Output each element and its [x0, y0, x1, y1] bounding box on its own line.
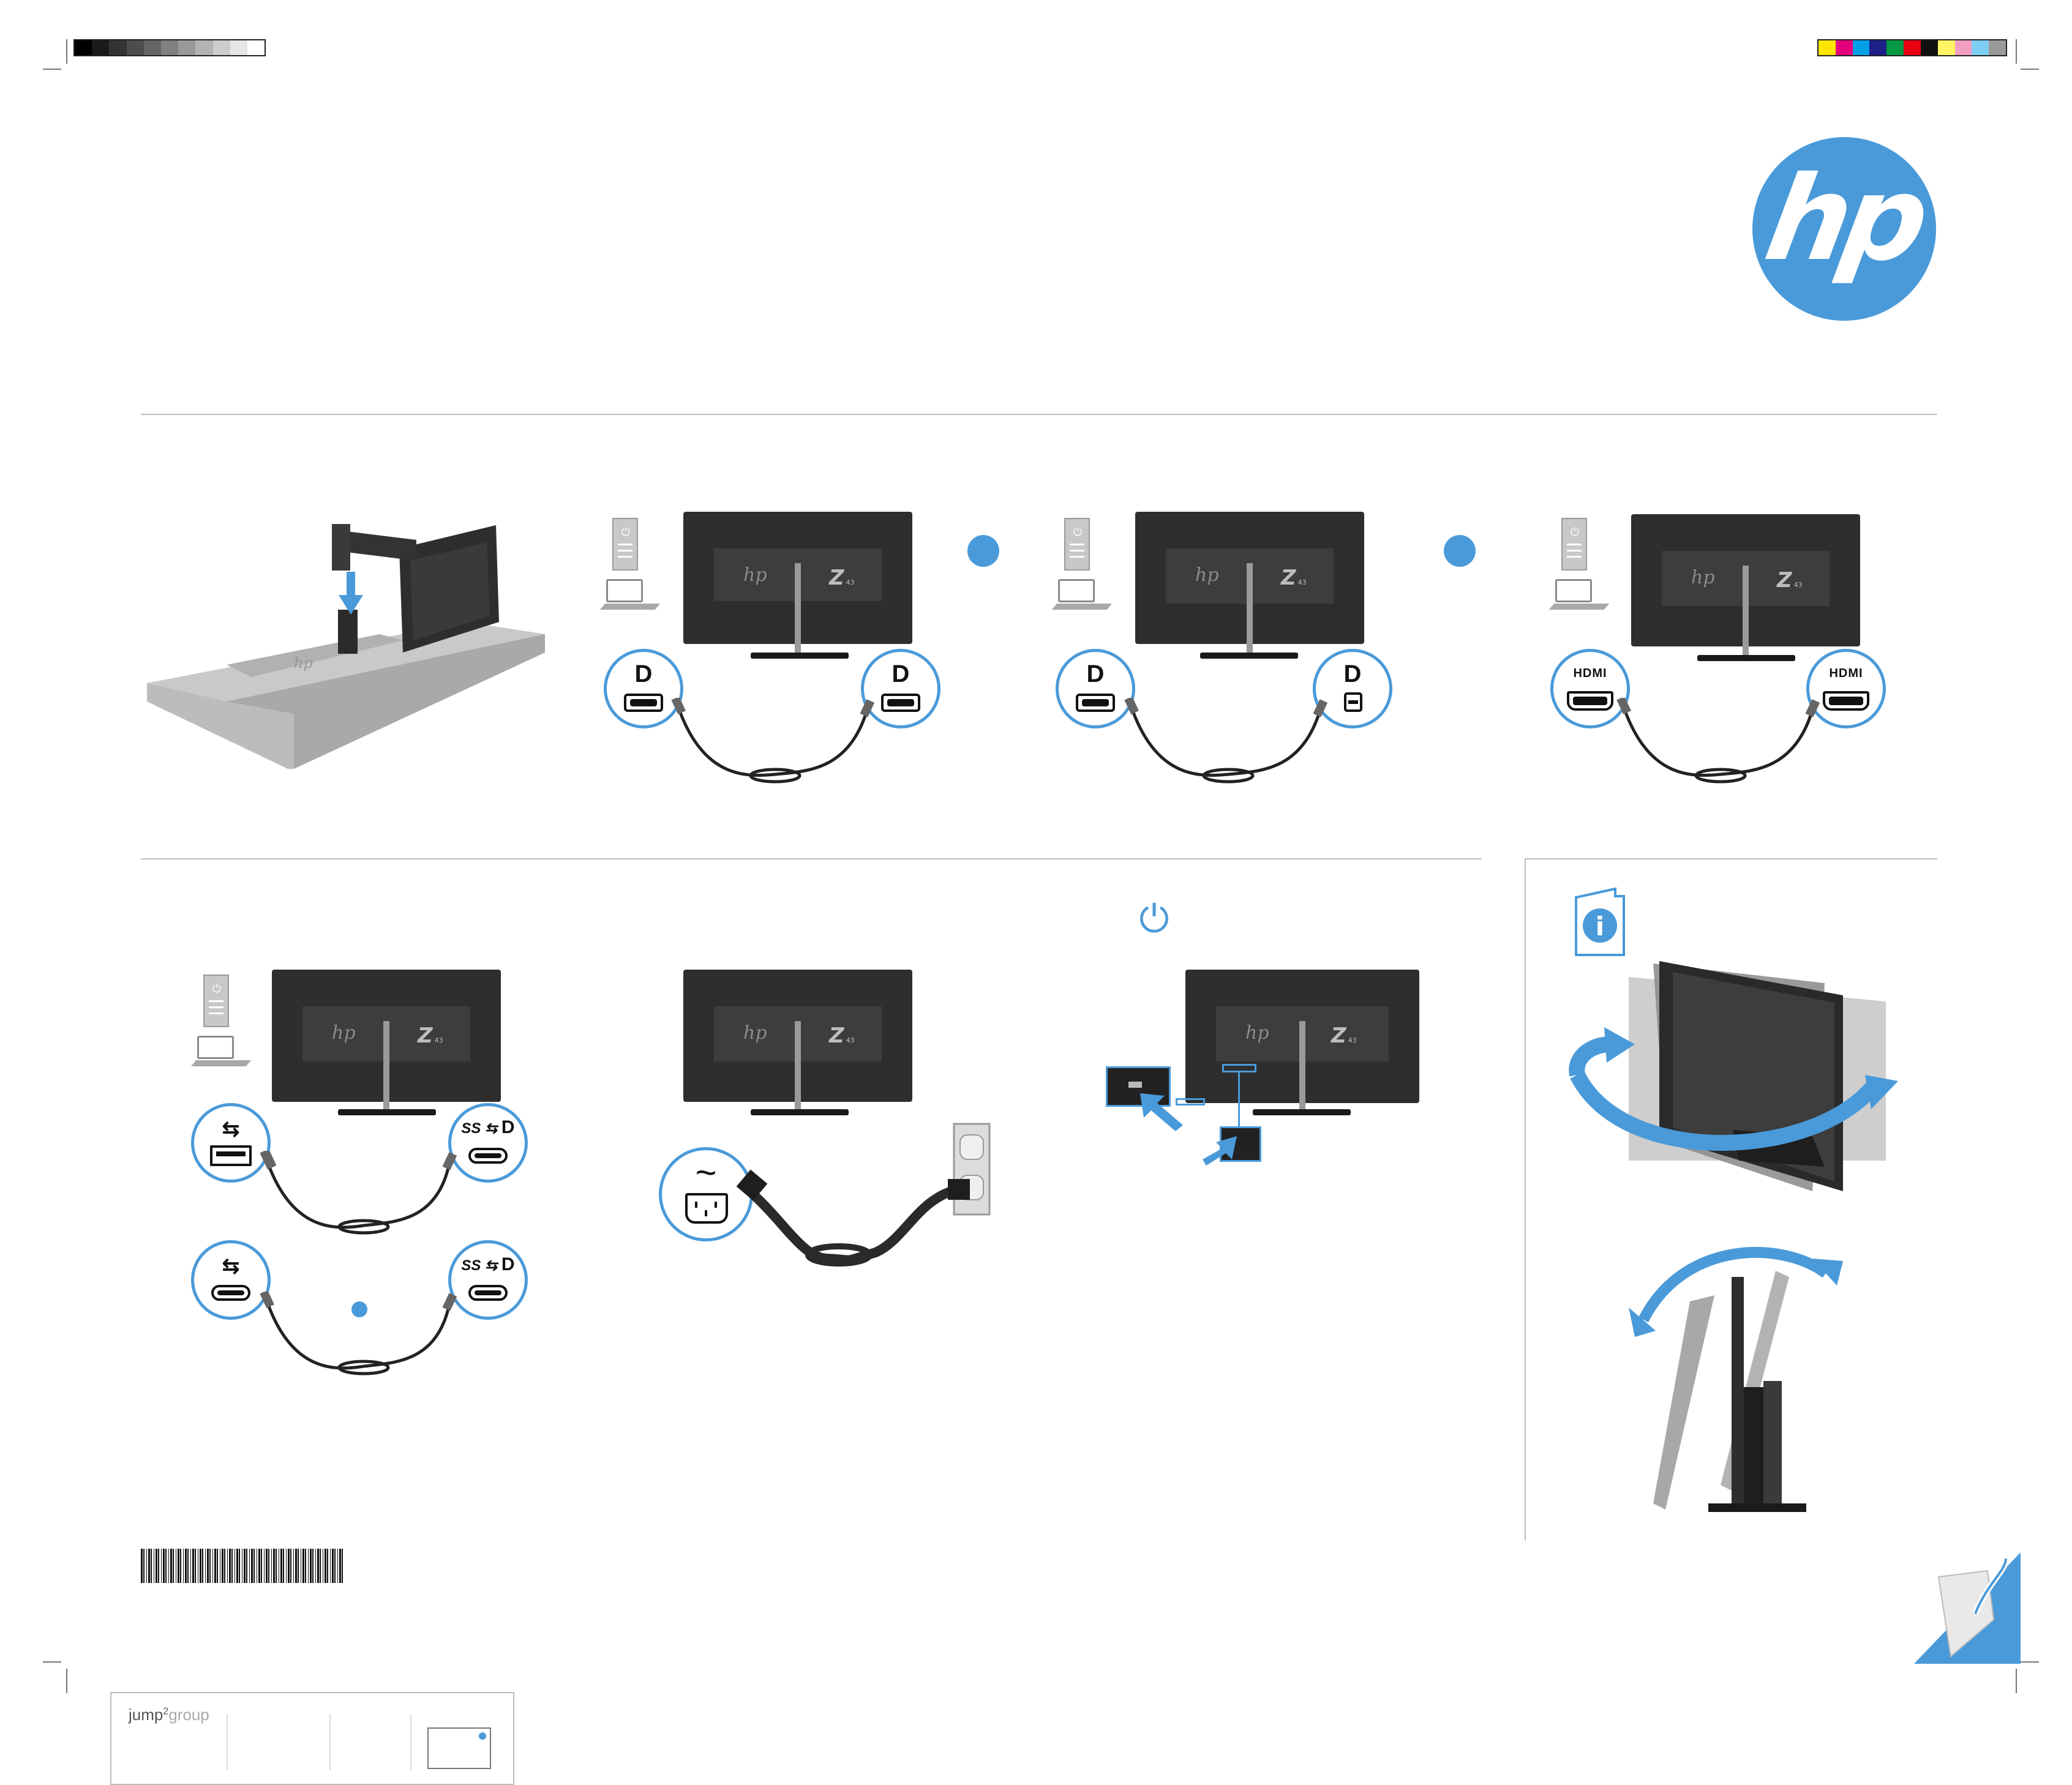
crop-mark [2021, 69, 2039, 70]
monitor-hp-logo: hp [743, 564, 767, 586]
monitor-foot [751, 653, 849, 659]
hdmi-icon: HDMI [1829, 667, 1863, 680]
monitor-hp-logo: hp [743, 1022, 767, 1044]
callout-connector [1222, 1064, 1256, 1072]
mini-displayport-port-monitor: D [1313, 649, 1392, 728]
printer-info-box: jump2group [110, 1692, 514, 1785]
option-separator-dot [351, 1301, 367, 1317]
stand-assembly-illustration: hp [147, 524, 545, 769]
displayport-icon: D [1086, 660, 1105, 687]
monitor-hp-logo: hp [1245, 1022, 1269, 1044]
crop-mark [43, 69, 61, 70]
info-icon: i [1596, 911, 1604, 941]
monitor-hp-logo: hp [332, 1022, 356, 1044]
power-icon: ⏻ [1570, 526, 1580, 538]
color-swatches [1817, 39, 2007, 56]
cable [260, 1151, 457, 1235]
displayport-icon: D [634, 660, 653, 687]
section-divider-right [1525, 858, 1937, 859]
superspeed-usb-displayport-icon: SS ⇆ D [461, 1254, 515, 1274]
power-icon: ⏻ [1139, 896, 1169, 941]
hdmi-port-computer: HDMI [1550, 649, 1630, 728]
crop-mark [66, 1669, 67, 1693]
monitor-foot [1200, 653, 1298, 659]
usb-icon: ⇆ [222, 1255, 240, 1278]
proof-box [427, 1727, 491, 1769]
power-icon: ⏻ [212, 982, 222, 995]
hp-logo: hp [1752, 137, 1936, 321]
ac-icon: ~ [695, 1152, 717, 1193]
swivel-illustration [1569, 961, 1898, 1191]
usb-c-port-computer: ⇆ [191, 1240, 271, 1320]
crop-mark [66, 39, 67, 64]
monitor-foot [338, 1109, 436, 1115]
crop-mark [2021, 1661, 2039, 1663]
usb-c-port-monitor: SS ⇆ D [448, 1240, 528, 1320]
hp-logo-text: hp [1756, 151, 1932, 286]
cable [1124, 698, 1328, 784]
monitor-foot [751, 1109, 849, 1115]
press-arrow [1140, 1093, 1183, 1131]
svg-text:hp: hp [294, 654, 313, 672]
printer-brand: jump2group [129, 1705, 209, 1724]
section-divider-top [141, 414, 1937, 415]
displayport-icon: D [891, 660, 910, 687]
displayport-port-computer: D [604, 649, 683, 728]
press-arrow [1203, 1136, 1237, 1166]
section-divider-vertical [1525, 858, 1526, 1540]
power-icon: ⏻ [621, 526, 631, 538]
tilt-illustration [1629, 1246, 1843, 1512]
power-icon: ⏻ [1073, 526, 1083, 538]
hdmi-icon: HDMI [1573, 667, 1607, 680]
section-divider-middle [141, 858, 1482, 859]
usb-c-port-monitor: SS ⇆ D [448, 1103, 528, 1183]
monitor-hp-logo: hp [1195, 564, 1219, 586]
gray-scale-swatches [73, 39, 266, 56]
crop-mark [43, 1661, 61, 1663]
displayport-port-monitor: D [861, 649, 940, 728]
callout-connector [1176, 1098, 1205, 1106]
hdmi-port-monitor: HDMI [1806, 649, 1886, 728]
cable [1616, 698, 1820, 784]
crop-mark [2016, 1669, 2017, 1693]
power-cable-to-outlet [736, 1123, 991, 1267]
cable [671, 698, 875, 784]
cable [260, 1292, 457, 1375]
option-separator-dot [967, 535, 999, 567]
usb-a-port-computer: ⇆ [191, 1103, 271, 1183]
superspeed-usb-displayport-icon: SS ⇆ D [461, 1117, 515, 1137]
option-separator-dot [1444, 535, 1476, 567]
monitor-hp-logo: hp [1691, 567, 1715, 588]
displayport-port-computer: D [1056, 649, 1135, 728]
ac-power-port: ~ [659, 1147, 753, 1241]
displayport-icon: D [1343, 660, 1362, 687]
page-turn-icon [1914, 1552, 2021, 1664]
monitor-foot [1253, 1109, 1351, 1115]
crop-mark [2016, 39, 2017, 64]
monitor-foot [1697, 655, 1795, 661]
usb-icon: ⇆ [222, 1118, 240, 1141]
barcode [141, 1549, 343, 1583]
callout-connector [1238, 1072, 1240, 1126]
info-booklet-icon: i [1575, 887, 1625, 956]
